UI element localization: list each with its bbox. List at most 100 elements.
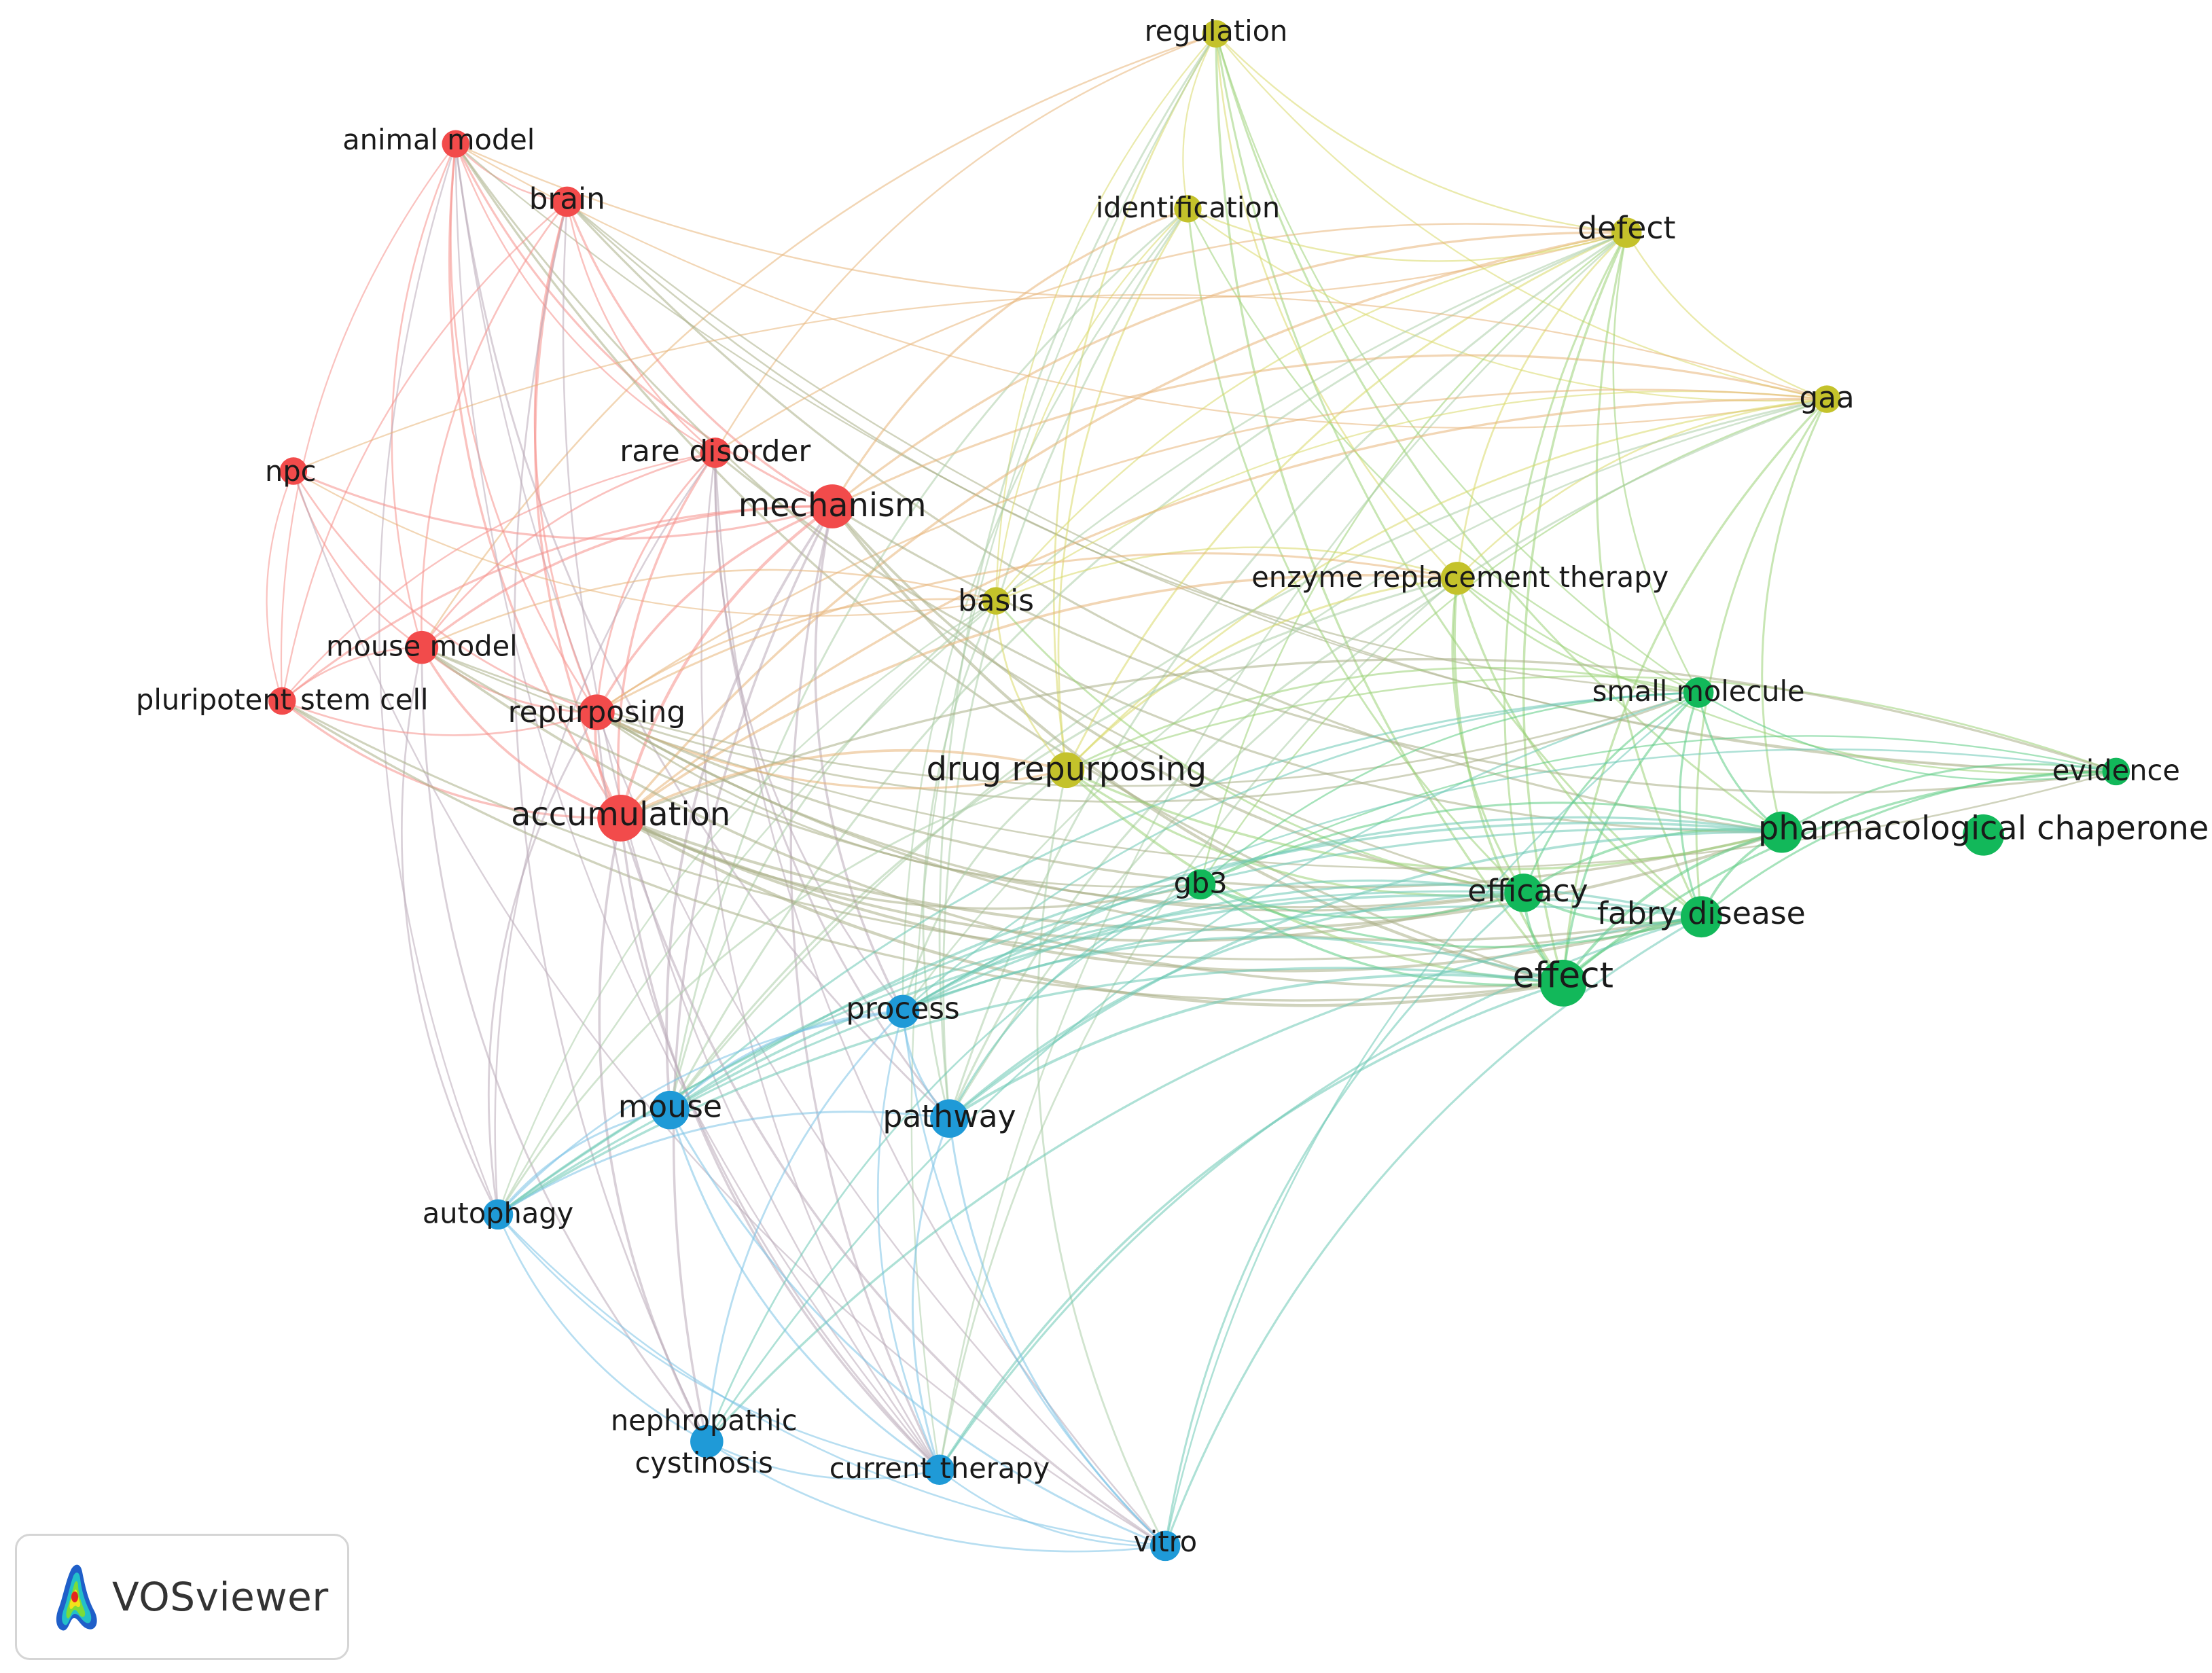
- node-gb3[interactable]: [1185, 869, 1216, 900]
- node-small-molecule[interactable]: [1683, 677, 1714, 708]
- node-vitro[interactable]: [1149, 1530, 1181, 1562]
- edge-pharmacological-chaperone-gb3: [1200, 802, 1783, 886]
- edge-evidence-gb3: [1200, 735, 2117, 886]
- edge-small-molecule-fabry-disease: [1678, 692, 1702, 918]
- edge-gaa-accumulation: [620, 397, 1827, 819]
- node-mechanism[interactable]: [810, 484, 855, 528]
- edge-regulation-fabry-disease: [1215, 33, 1702, 918]
- edge-fabry-disease-process: [902, 883, 1702, 1013]
- edge-animal-model-repurposing: [450, 143, 598, 713]
- edge-identification-mechanism: [831, 207, 1188, 507]
- node-rare-disorder[interactable]: [700, 437, 731, 468]
- node-regulation[interactable]: [1202, 20, 1230, 48]
- edge-accumulation-vitro: [620, 817, 1166, 1547]
- edge-pharmacological-chaperone-pathway: [948, 831, 1782, 1120]
- node-label-rare-disorder: rare disorder: [620, 435, 810, 469]
- edge-identification-efficacy: [1187, 209, 1524, 894]
- node-animal-model[interactable]: [442, 130, 469, 158]
- node-label-fabry-disease: fabry disease: [1597, 895, 1806, 931]
- edge-evidence-pharmacological-chaperone: [1781, 763, 2117, 833]
- node-label-animal-model: animal model: [342, 123, 535, 156]
- edge-small-molecule-evidence: [1698, 691, 2116, 781]
- node-mouse[interactable]: [651, 1090, 690, 1130]
- node-evidence[interactable]: [2102, 757, 2130, 786]
- edge-animal-model-mouse-model: [391, 143, 457, 648]
- node-label-defect: defect: [1577, 210, 1675, 246]
- node-label-pharmacological-chaperone: pharmacological chaperone: [1758, 810, 2209, 848]
- node-label-process: process: [846, 992, 960, 1026]
- node-npc[interactable]: [279, 457, 308, 485]
- node-efficacy[interactable]: [1504, 874, 1544, 912]
- edge-defect-accumulation: [620, 231, 1627, 819]
- edge-pathway-current-therapy: [911, 1118, 950, 1471]
- node-current-therapy[interactable]: [924, 1454, 955, 1486]
- edge-identification-pathway: [942, 208, 1189, 1119]
- edge-animal-model-defect: [455, 143, 1627, 300]
- edge-defect-gb3: [1199, 232, 1627, 885]
- edge-mechanism-efficacy: [831, 505, 1524, 895]
- edge-npc-vitro: [292, 471, 1166, 1547]
- edge-defect-mechanism: [832, 231, 1627, 507]
- node-defect[interactable]: [1611, 217, 1642, 248]
- edge-rare-disorder-mouse-model: [421, 452, 716, 648]
- node-accumulation[interactable]: [597, 794, 645, 842]
- edge-small-molecule-effect: [1562, 691, 1700, 984]
- edge-effect-current-therapy: [938, 982, 1564, 1471]
- edge-mechanism-repurposing: [595, 505, 833, 713]
- edge-drug-repurposing-pharmacological-chaperone: [1066, 769, 1783, 871]
- node-effect[interactable]: [1539, 959, 1587, 1007]
- edge-mouse-autophagy: [497, 1109, 671, 1215]
- node-enzyme-replacement-therapy[interactable]: [1440, 562, 1474, 595]
- node-autophagy[interactable]: [482, 1199, 514, 1230]
- edge-animal-model-current-therapy: [454, 143, 940, 1471]
- node-pharmacological-chaperone-secondary[interactable]: [1963, 814, 2004, 856]
- edge-pluripotent-stem-cell-repurposing: [281, 700, 597, 736]
- node-drug-repurposing[interactable]: [1048, 752, 1085, 789]
- edge-identification-drug-repurposing: [1057, 208, 1189, 770]
- edge-brain-mouse-model: [421, 201, 568, 648]
- edge-basis-mouse-model: [421, 569, 997, 649]
- edge-drug-repurposing-vitro: [1036, 770, 1166, 1547]
- node-basis[interactable]: [982, 587, 1010, 615]
- node-gaa[interactable]: [1813, 385, 1841, 413]
- node-label-evidence: evidence: [2052, 753, 2180, 787]
- edge-autophagy-nephropathic-cystinosis: [497, 1214, 707, 1443]
- edge-regulation-identification: [1182, 33, 1217, 209]
- node-fabry-disease[interactable]: [1680, 896, 1722, 938]
- edge-gaa-effect: [1562, 398, 1828, 984]
- edge-animal-model-gaa: [455, 143, 1827, 429]
- node-repurposing[interactable]: [579, 694, 615, 730]
- edge-pharmacological-chaperone-process: [902, 816, 1782, 1013]
- node-process[interactable]: [886, 994, 920, 1028]
- edge-defect-mouse: [669, 232, 1627, 1111]
- edge-mouse-model-autophagy: [401, 647, 499, 1215]
- node-nephropathic-cystinosis[interactable]: [690, 1424, 724, 1458]
- node-pathway[interactable]: [930, 1099, 969, 1138]
- edge-effect-process: [902, 935, 1564, 1013]
- edge-small-molecule-mouse: [669, 691, 1699, 1111]
- node-pluripotent-stem-cell[interactable]: [268, 687, 296, 715]
- node-mouse-model[interactable]: [405, 630, 439, 664]
- node-label-repurposing: repurposing: [508, 696, 685, 730]
- edge-mechanism-pluripotent-stem-cell: [281, 505, 833, 702]
- edge-animal-model-mechanism: [454, 143, 833, 507]
- edge-enzyme-replacement-therapy-small-molecule: [1457, 577, 1699, 694]
- node-label-gaa: gaa: [1800, 381, 1855, 415]
- edge-repurposing-autophagy: [487, 711, 598, 1215]
- edge-enzyme-replacement-therapy-drug-repurposing: [1065, 577, 1458, 771]
- edge-gaa-mechanism: [832, 354, 1827, 507]
- edge-mouse-vitro: [669, 1109, 1166, 1547]
- vosviewer-brand-badge: VOSviewer: [15, 1534, 349, 1660]
- edge-pluripotent-stem-cell-accumulation: [281, 700, 621, 820]
- node-brain[interactable]: [552, 186, 583, 217]
- edge-identification-small-molecule: [1187, 208, 1699, 694]
- edge-process-nephropathic-cystinosis: [705, 1010, 904, 1442]
- edge-fabry-disease-vitro: [1164, 916, 1702, 1547]
- edge-gaa-enzyme-replacement-therapy: [1457, 398, 1827, 579]
- network-nodes: [268, 20, 2130, 1562]
- edge-mouse-model-accumulation: [421, 647, 622, 820]
- node-label-pathway: pathway: [882, 1098, 1016, 1134]
- node-pharmacological-chaperone[interactable]: [1761, 811, 1803, 853]
- node-identification[interactable]: [1174, 195, 1202, 223]
